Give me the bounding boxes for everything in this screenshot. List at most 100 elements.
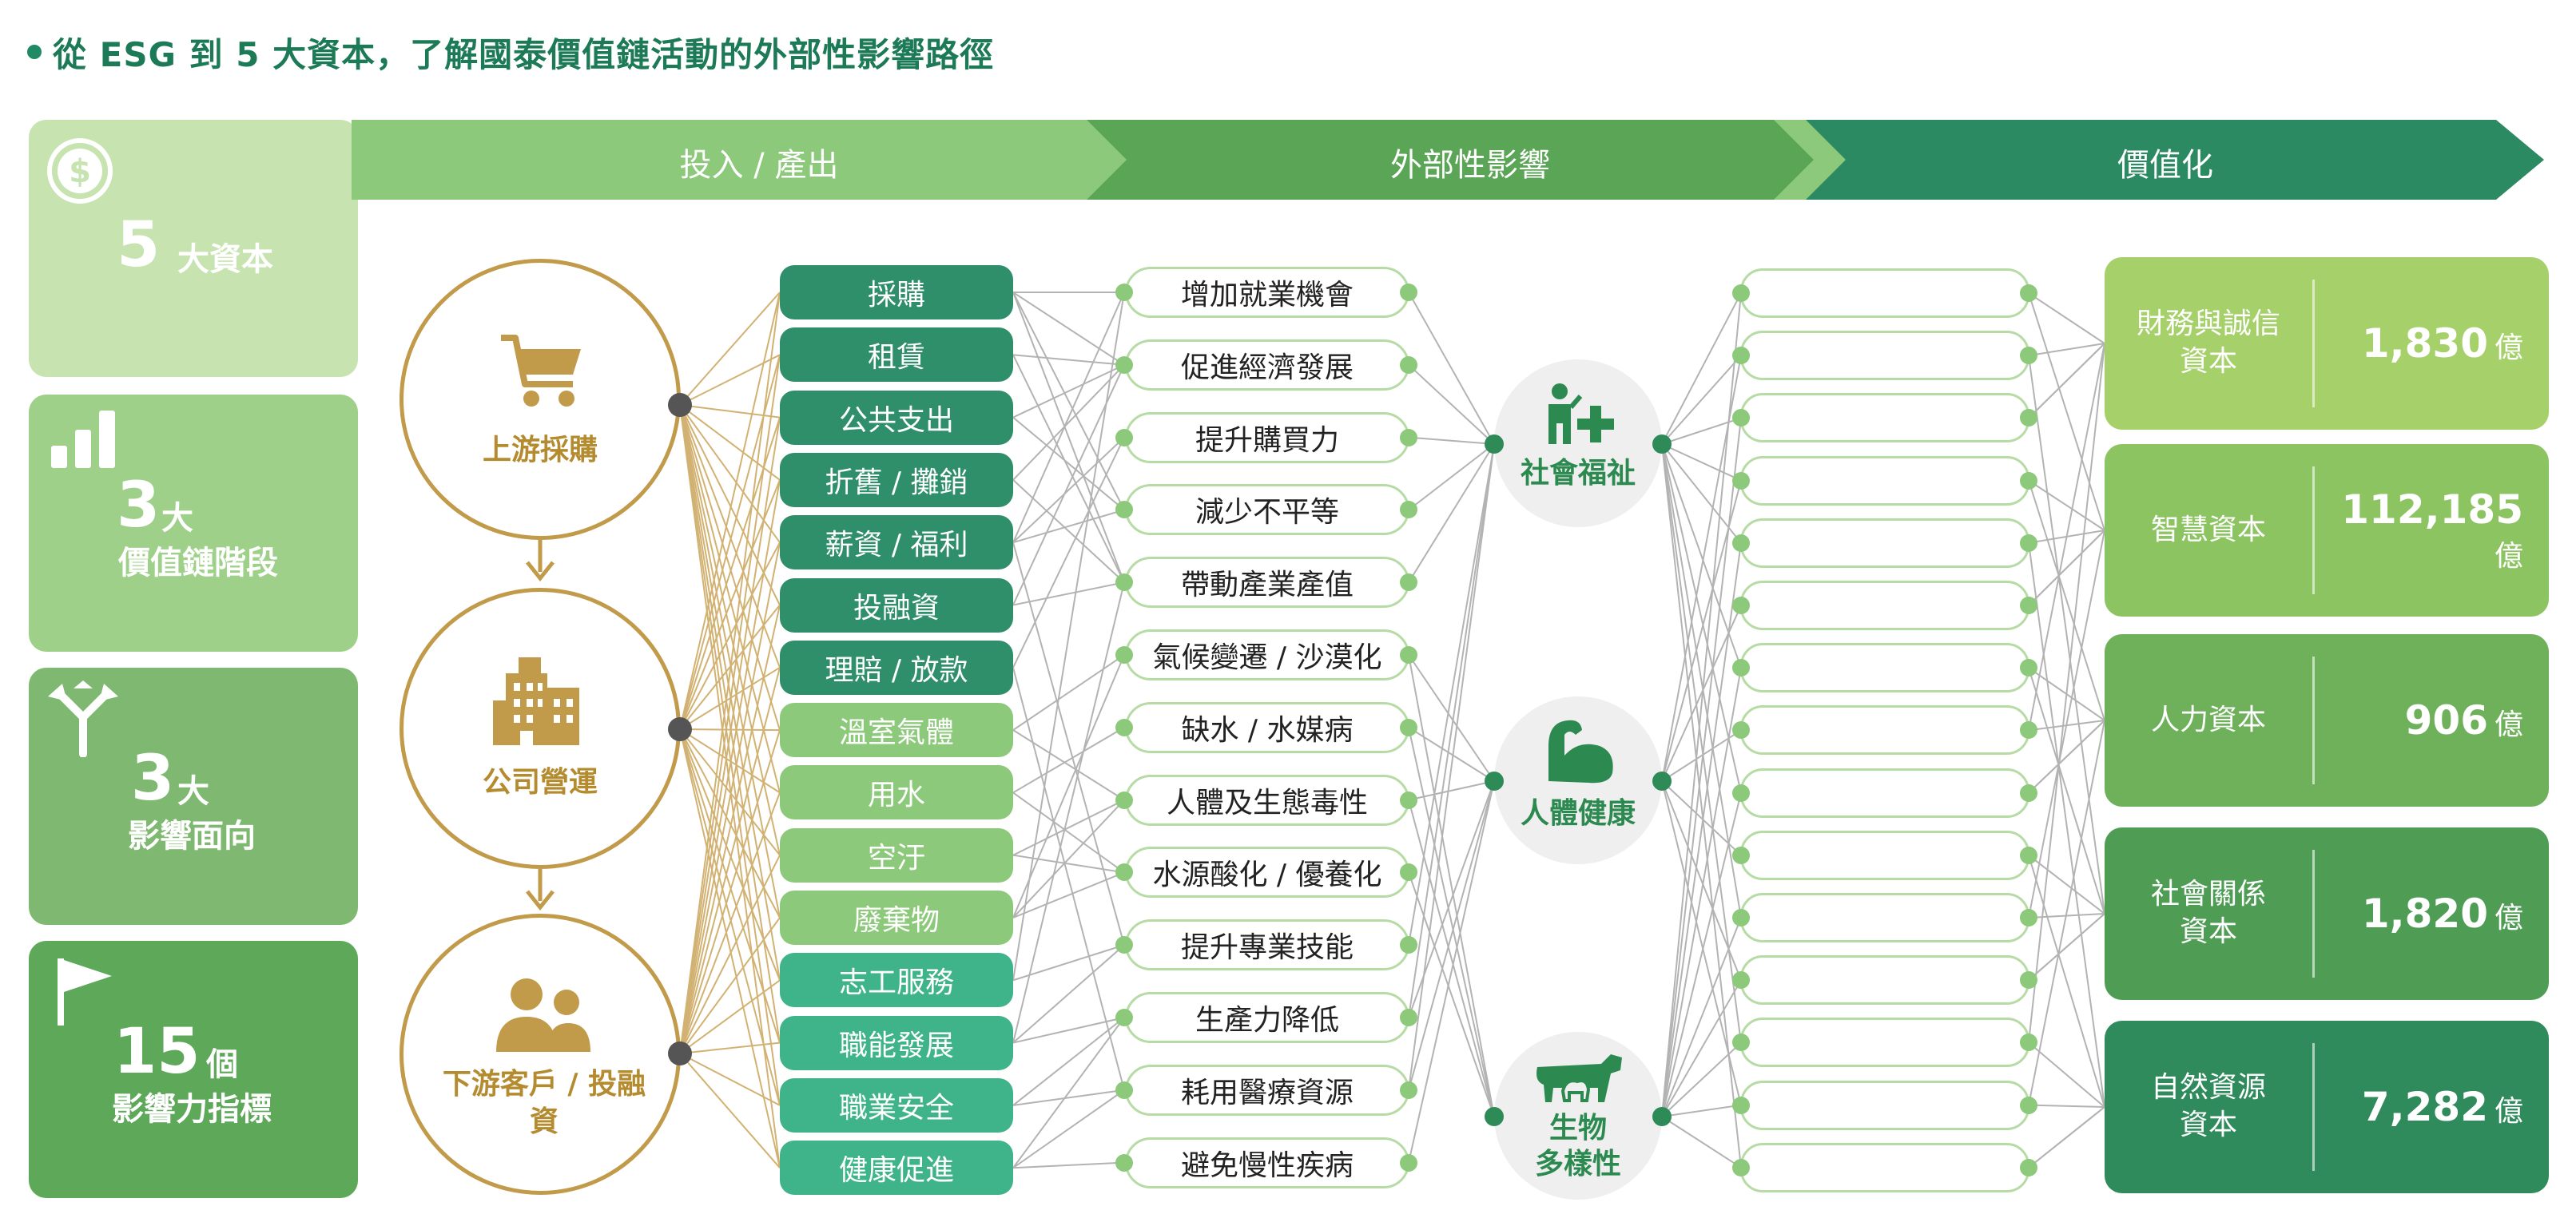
animals-icon [1536,1054,1622,1102]
input-pill: 理賠 / 放款 [780,640,1013,695]
impact-port [1400,428,1417,446]
indicator-pill [1740,955,2029,1006]
link-line [679,404,781,793]
link-line [1408,364,1495,445]
shopping-cart-icon [501,335,581,407]
impact-port [1115,1081,1133,1099]
link-line [1012,654,1125,731]
summary-label: 價值鏈階段 [118,545,278,581]
input-pill: 投融資 [780,577,1013,633]
link-line [1408,799,1495,1117]
summary-label: 影響面向 [128,818,256,855]
flag-icon [58,958,112,1026]
indicator-pill [1740,705,2029,756]
link-line [1661,542,1742,1117]
link-line [679,667,781,1054]
indicator-port [1732,347,1750,365]
link-line [1012,1089,1125,1169]
link-line [1661,792,1742,1117]
impact-port [1115,863,1133,882]
stage-arrow-bar [352,120,2544,200]
capital-unit: 億 [2494,708,2523,741]
link-line [679,728,781,981]
link-line [1012,944,1125,982]
indicator-port [1732,1158,1750,1176]
summary-unit: 大 [161,500,193,537]
impact-pill: 人體及生態毒性 [1125,774,1409,826]
link-line [1408,654,1495,782]
link-line [2028,720,2105,794]
capital-divider [2312,850,2315,978]
impact-port [1400,355,1417,374]
capital-name-line: 人力資本 [2150,703,2266,736]
link-line [1012,292,1125,366]
bar-chart-icon [51,411,115,468]
indicator-pill [1740,893,2029,942]
indicator-port [2020,971,2037,990]
stage-flow-arrows [526,540,555,911]
link-line [1408,727,1495,1117]
link-line [1661,443,1742,1043]
indicator-port [2020,1096,2037,1114]
summary-stages: 3 大 價值鏈階段 [29,395,358,652]
link-line [1661,443,1742,919]
capital-name-line: 社會關係 [2150,878,2266,911]
hub-port [1652,1107,1672,1126]
summary-number: 5 [117,209,161,281]
link-line [679,1053,781,1106]
indicator-port [1732,971,1750,990]
link-line [1408,780,1495,1091]
page-title: 從 ESG 到 5 大資本，了解國泰價值鏈活動的外部性影響路徑 [27,24,994,80]
link-line [1661,780,1742,981]
input-pill: 志工服務 [780,953,1013,1008]
link-line [1661,979,1742,1117]
input-pill: 折舊 / 攤銷 [780,452,1013,507]
capital-unit: 億 [2494,902,2523,934]
capital-name: 智慧資本 [2105,512,2312,550]
indicator-port [2020,659,2037,677]
link-line [1408,443,1495,511]
impact-port [1115,284,1133,301]
link-line [1012,363,1125,419]
link-line [1012,437,1125,669]
indicator-pill [1740,581,2029,630]
impact-pill: 缺水 / 水媒病 [1125,701,1409,753]
stage-port [668,717,692,741]
link-line [2028,1042,2105,1108]
link-line [2028,542,2105,1108]
link-line [1661,355,1742,445]
impact-pill: 減少不平等 [1125,484,1409,536]
indicator-port [2020,597,2037,614]
indicator-pill [1740,1018,2029,1068]
link-line [1408,443,1495,946]
link-line [2028,667,2105,915]
link-line [679,605,781,1054]
link-line [1408,292,1495,445]
input-pill: 溫室氣體 [780,703,1013,758]
capital-divider [2312,1043,2315,1171]
summary-unit: 個 [206,1046,238,1083]
hub-biodiversity: 生物 多樣性 [1494,1032,1662,1200]
link-line [679,917,781,1054]
capital-name-line: 自然資源 [2150,1071,2266,1105]
impact-port [1115,573,1133,592]
capital-value: 112,185億 [2315,486,2549,574]
person-plus-icon [1548,383,1614,444]
stage-label-impact: 外部性影響 [1390,147,1550,184]
link-line [2028,855,2105,915]
stage-operations: 公司營運 [400,588,681,869]
summary-label: 影響力指標 [112,1091,272,1128]
capital-name-line: 資本 [2179,345,2237,378]
link-line [1012,292,1125,981]
hub-label: 社會福祉 [1520,457,1636,490]
link-line [679,1042,781,1054]
impact-port [1115,791,1133,809]
capital-name: 社會關係資本 [2105,876,2312,951]
link-line [1012,792,1125,874]
link-line [1661,780,1742,856]
capital-name-line: 資本 [2179,1109,2237,1141]
link-line [1408,726,1495,782]
